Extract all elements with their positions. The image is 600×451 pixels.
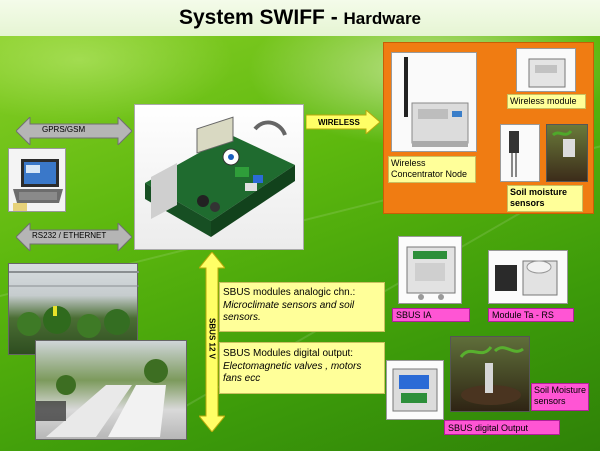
- sbus-arrow: [199, 252, 225, 432]
- laptop-photo: [8, 148, 66, 212]
- controller-board-photo: [134, 104, 304, 250]
- sbus-ia-label-box: [392, 308, 470, 322]
- rs232-label: RS232 / ETHERNET: [32, 231, 107, 240]
- digital-output-enclosure-icon: [392, 368, 438, 412]
- greenhouse-bench-icon: [36, 359, 168, 437]
- wireless-label: WIRELESS: [318, 118, 360, 127]
- rs232-arrow: [16, 223, 132, 251]
- title-sub: Hardware: [343, 9, 422, 28]
- soil-moisture-sensor-icon: [459, 345, 524, 405]
- wireless-module-photo: [516, 48, 576, 92]
- sbus-ia-photo: [398, 236, 462, 304]
- ia-enclosure-icon: [406, 246, 456, 300]
- greenhouse-photo-bottom: [35, 340, 187, 440]
- soil-probe-photo: [500, 124, 540, 182]
- soil-moisture-label: Soil Moisture sensors: [534, 385, 587, 406]
- sbus-ia-label: SBUS IA: [396, 310, 432, 320]
- laptop-icon: [13, 159, 63, 211]
- sbus-analog-heading: SBUS modules analogic chn.:: [223, 287, 356, 298]
- wireless-module-icon: [528, 58, 566, 88]
- greenhouse-plants-icon: [9, 271, 139, 338]
- wireless-module-label-box: [507, 94, 586, 109]
- ta-rs-label: Module Ta - RS: [492, 310, 554, 320]
- title-separator: -: [324, 6, 344, 29]
- sbus-digital-heading: SBUS Modules digital output:: [223, 348, 354, 359]
- soil-moisture-label-box: [531, 383, 589, 411]
- soil-moisture-photo: [450, 336, 530, 412]
- antenna-enclosure-icon: [404, 57, 469, 147]
- sbus-digital-output-label-box: [444, 420, 560, 435]
- page-title: System SWIFF - Hardware: [0, 6, 600, 30]
- ta-rs-photo: [488, 250, 568, 304]
- soil-sensor-in-ground-icon: [551, 129, 575, 157]
- soil-field-photo: [546, 124, 588, 182]
- title-main: System SWIFF: [178, 6, 325, 29]
- concentrator-label: Wireless Concentrator Node: [391, 158, 468, 179]
- concentrator-photo: [391, 52, 477, 152]
- title-bar: [0, 0, 600, 36]
- ta-rs-sensor-icon: [495, 260, 558, 296]
- greenhouse-photo-top: [8, 263, 139, 355]
- circuit-board-icon: [145, 116, 295, 237]
- wireless-module-label: Wireless module: [510, 96, 577, 106]
- concentrator-label-box: [388, 156, 476, 183]
- sbus-digital-detail: Electomagnetic valves , motors fans ecc: [223, 361, 362, 384]
- soil-sensors-label-box: [507, 185, 583, 212]
- wireless-arrow: [306, 110, 380, 134]
- soil-sensors-label: Soil moisture sensors: [510, 187, 568, 208]
- sbus-analog-detail: Microclimate sensors and soil sensors.: [223, 300, 355, 323]
- sbus-digital-box: [219, 342, 385, 394]
- sbus-label: SBUS 12 V: [207, 318, 217, 359]
- sbus-digital-output-photo: [386, 360, 444, 420]
- gprs-label: GPRS/GSM: [42, 125, 86, 134]
- sbus-digital-output-label: SBUS digital Output: [448, 423, 529, 433]
- gprs-arrow: [16, 117, 132, 145]
- ta-rs-label-box: [488, 308, 574, 322]
- soil-probe-icon: [509, 131, 519, 177]
- sbus-analog-box: [219, 282, 385, 332]
